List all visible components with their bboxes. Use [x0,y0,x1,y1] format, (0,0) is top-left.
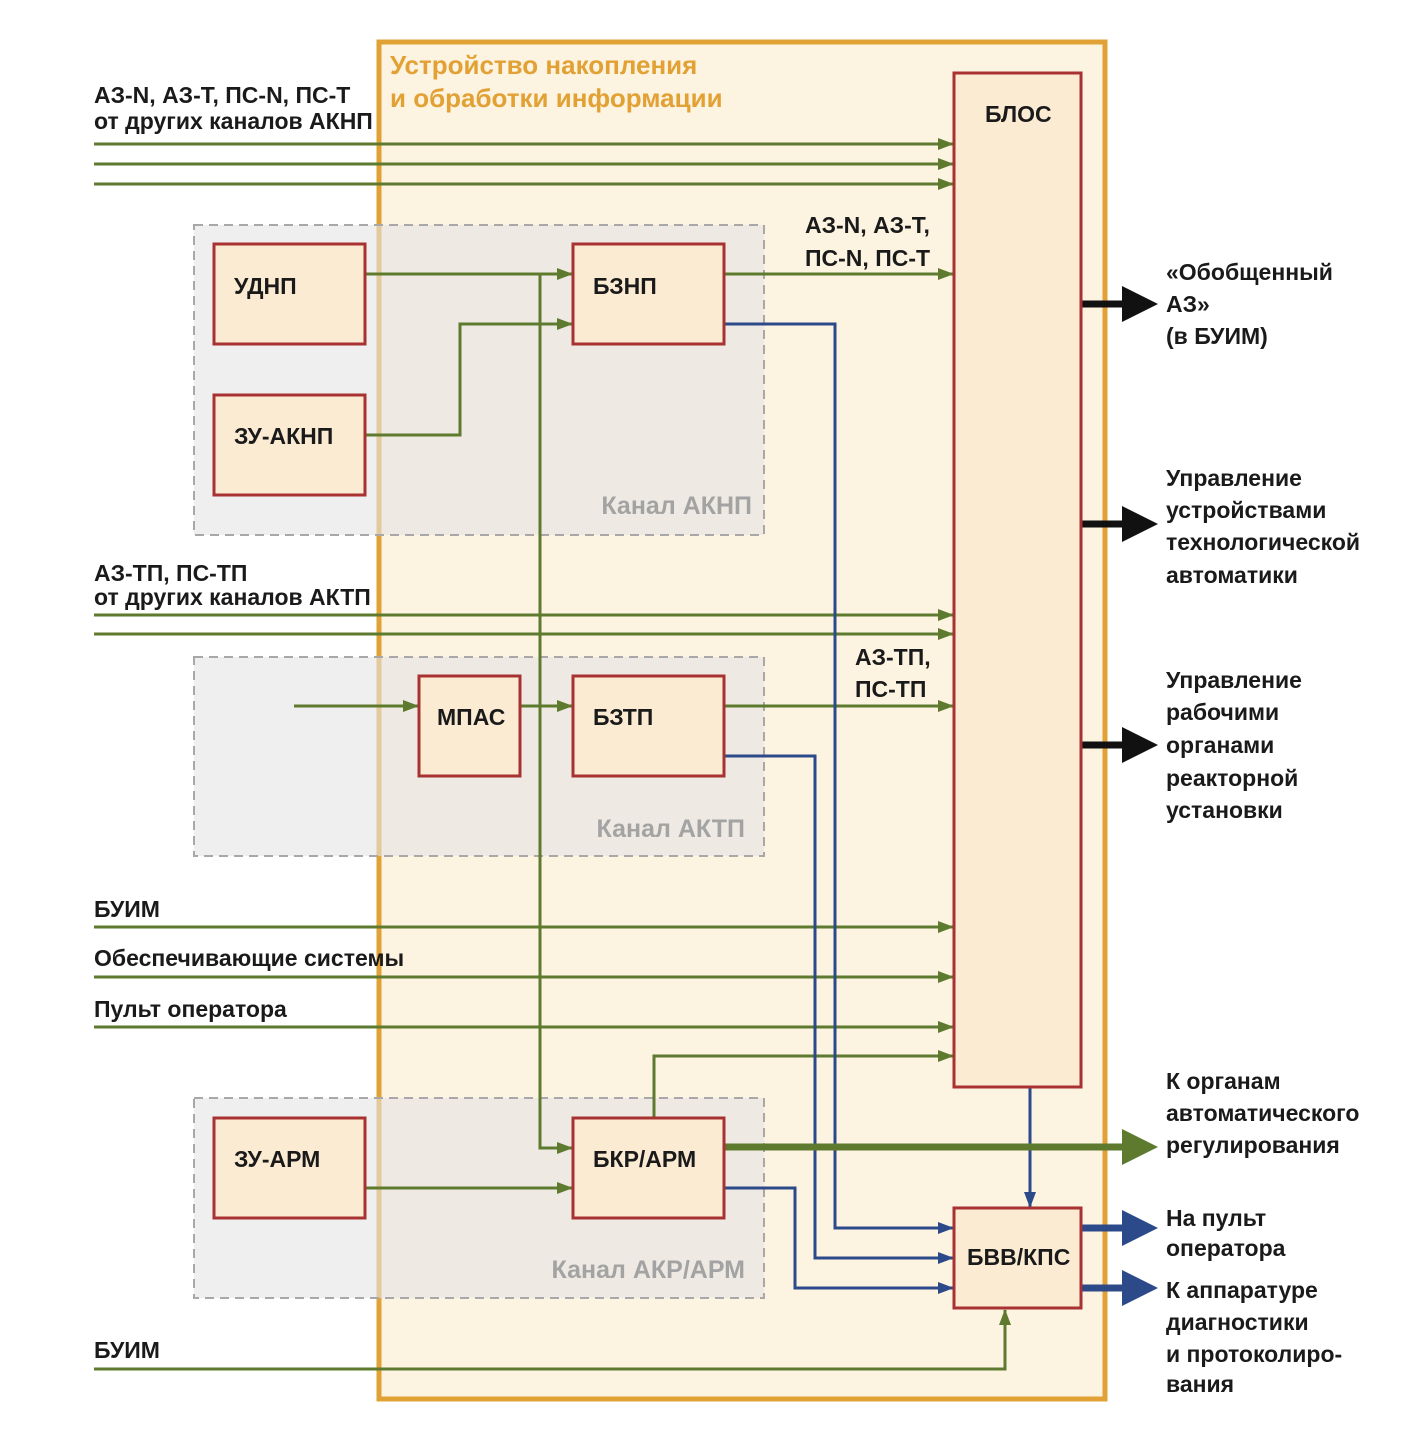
output-operator-panel-line2: оператора [1166,1235,1286,1261]
output-reactor-control-line3: органами [1166,732,1274,758]
output-tech-automation-line4: автоматики [1166,562,1298,588]
zu-aknp-to-bznp [365,318,573,437]
output-auto-regulation-line1: К органам [1166,1068,1281,1094]
input-support-label: Обеспечивающие системы [94,945,404,971]
bznp-to-bvv-kps [725,322,954,1234]
input-buim-label: БУИМ [94,896,160,922]
output-generalized-az-line1: «Обобщенный [1166,259,1333,285]
block-zu-arm-label: ЗУ-АРМ [234,1146,320,1172]
input-operator-label: Пульт оператора [94,996,287,1022]
blue-signal-lines [725,322,1036,1294]
channel-aknp-label: Канал АКНП [601,492,752,520]
block-bvv-kps-label: БВВ/КПС [967,1244,1070,1270]
block-bztp-label: БЗТП [593,704,653,730]
output-reactor-control-line4: реакторной [1166,765,1298,791]
output-generalized-az-line2: АЗ» [1166,291,1210,317]
block-bznp [571,242,726,346]
block-zu-aknp-label: ЗУ-АКНП [234,423,333,449]
block-bvv-kps [952,1206,1083,1310]
output-diagnostics-line4: вания [1166,1371,1234,1397]
output-auto-regulation-line3: регулирования [1166,1132,1340,1158]
input-aknp-label-line2: от других каналов АКНП [94,108,373,134]
output-generalized-az-line3: (в БУИМ) [1166,323,1268,349]
output-arrows [725,286,1158,1306]
output-reactor-control-line5: установки [1166,797,1283,823]
bkr-arm-to-bvv-kps [725,1186,954,1294]
signal-bztp-label-line1: АЗ-ТП, [855,644,931,670]
buim-to-bvv-kps [94,1309,1011,1371]
block-bztp [571,674,726,778]
output-diagnostics-line1: К аппаратуре [1166,1277,1318,1303]
block-bkr-arm [571,1116,726,1220]
output-tech-automation-line2: устройствами [1166,497,1326,523]
output-auto-regulation-line2: автоматического [1166,1100,1359,1126]
signal-bznp-label-line1: АЗ-N, АЗ-Т, [805,212,930,238]
block-mpas [417,674,522,778]
block-zu-aknp [212,393,367,497]
bztp-to-bvv-kps [725,754,954,1264]
output-operator-panel-line1: На пульт [1166,1205,1266,1231]
green-signal-lines [94,138,1011,1371]
block-bkr-arm-label: БКР/АРМ [593,1146,696,1172]
output-reactor-control-line2: рабочими [1166,699,1279,725]
block-bznp-label: БЗНП [593,273,657,299]
input-buim-bottom-label: БУИМ [94,1337,160,1363]
udnp-to-bkr-arm [538,274,573,1154]
block-zu-arm [212,1116,367,1220]
block-mpas-label: МПАС [437,704,505,730]
output-diagnostics-line2: диагностики [1166,1309,1309,1335]
channel-akr-arm-label: Канал АКР/АРМ [552,1256,745,1284]
device-title-line2: и обработки информации [390,83,723,113]
output-tech-automation-line3: технологической [1166,529,1360,555]
output-diagnostics-line3: и протоколиро- [1166,1341,1342,1367]
input-aknp-label-line1: АЗ-N, АЗ-Т, ПС-N, ПС-Т [94,82,350,108]
block-blos [952,71,1083,1089]
output-tech-automation-line1: Управление [1166,465,1302,491]
channel-aktp-label: Канал АКТП [597,815,745,843]
signal-bztp-label-line2: ПС-ТП [855,676,926,702]
device-title-line1: Устройство накопления [390,50,697,80]
bkr-arm-to-blos [652,1050,954,1118]
input-aktp-label-line1: АЗ-ТП, ПС-ТП [94,560,247,586]
block-udnp-label: УДНП [234,273,297,299]
block-blos-label: БЛОС [985,101,1052,127]
block-udnp [212,242,367,346]
input-aktp-label-line2: от других каналов АКТП [94,584,371,610]
output-reactor-control-line1: Управление [1166,667,1302,693]
signal-bznp-label-line2: ПС-N, ПС-Т [805,245,930,271]
